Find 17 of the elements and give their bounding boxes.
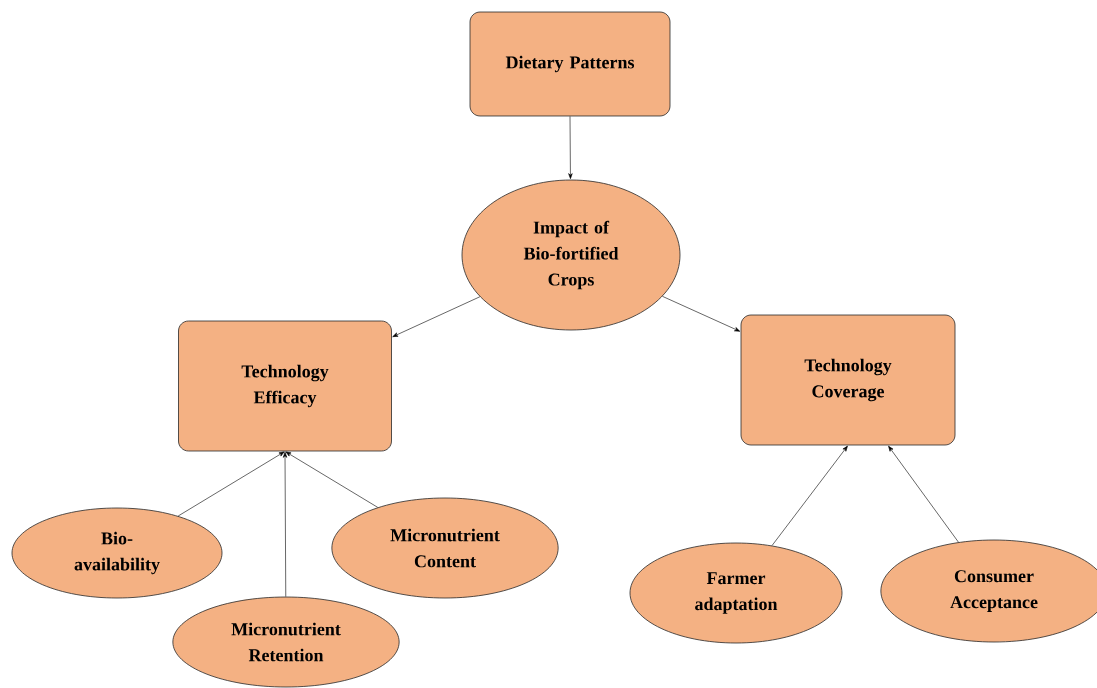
process-box: Dietary Patterns (469, 11, 671, 117)
ellipse-node: Impact of Bio-fortified Crops (461, 179, 681, 331)
arrow (285, 451, 379, 508)
arrow (282, 452, 288, 597)
ellipse-node: Bio-availability (11, 507, 223, 599)
ellipse-node: Micronutrient Retention (172, 596, 400, 688)
ellipse-node: Farmer adaptation (629, 542, 843, 644)
arrow (177, 451, 285, 517)
ellipse-node: Consumer Acceptance (880, 539, 1097, 643)
arrow (568, 116, 573, 179)
process-box: Technology Coverage (740, 314, 956, 446)
ellipse-node: Micronutrient Content (331, 497, 559, 599)
arrow (392, 296, 481, 337)
process-box: Technology Efficacy (178, 320, 392, 452)
arrow (662, 296, 741, 332)
arrow (771, 445, 848, 546)
arrow (888, 445, 959, 543)
